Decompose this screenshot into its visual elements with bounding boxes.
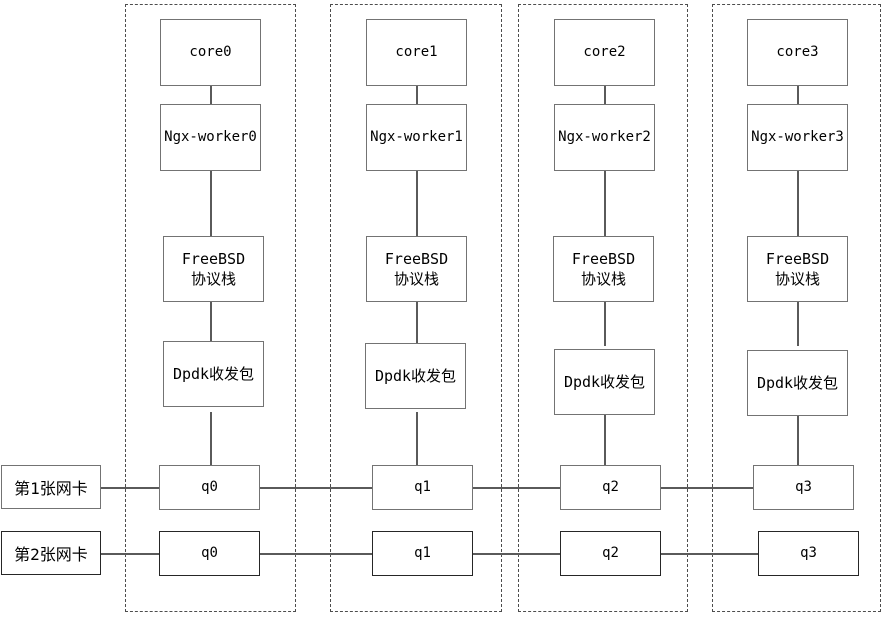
freebsd-stack-box: FreeBSD 协议栈 [553,236,654,302]
freebsd-stack-box: FreeBSD 协议栈 [366,236,467,302]
connector-worker-stack [210,171,212,236]
core-box: core1 [366,19,467,86]
freebsd-stack-box: FreeBSD 协议栈 [747,236,848,302]
nic2-box: 第2张网卡 [1,531,101,575]
queue-label: q1 [414,479,431,496]
nic1-box: 第1张网卡 [1,465,101,509]
cpu-column-frame-4 [712,4,881,612]
freebsd-stack-box: FreeBSD 协议栈 [163,236,264,302]
queue-box-nic2: q0 [159,531,260,576]
freebsd-stack-label-line2: 协议栈 [774,270,820,288]
connector-dpdk-queue [604,412,606,465]
nic2-label: 第2张网卡 [14,545,88,564]
connector-dpdk-queue [797,412,799,465]
nic1-label: 第1张网卡 [14,479,88,498]
queue-label: q1 [414,545,431,562]
cpu-column-frame-3 [518,4,688,612]
queue-label: q2 [602,545,619,562]
ngx-worker-label: Ngx-worker3 [751,129,844,146]
freebsd-stack-label-line1: FreeBSD [181,249,246,268]
connector-core-worker [416,86,418,104]
connector-worker-stack [604,171,606,236]
queue-label: q2 [602,479,619,496]
connector-dpdk-queue [416,412,418,465]
connector-core-worker [210,86,212,104]
freebsd-stack-label-line1: FreeBSD [765,249,830,268]
dpdk-box: Dpdk收发包 [554,349,655,415]
ngx-worker-box: Ngx-worker1 [366,104,467,171]
ngx-worker-label: Ngx-worker2 [558,129,651,146]
core-label: core3 [776,44,819,61]
connector-stack-dpdk [210,302,212,346]
ngx-worker-label: Ngx-worker1 [370,129,463,146]
queue-box-nic2: q2 [560,531,661,576]
core-label: core1 [395,44,438,61]
dpdk-box: Dpdk收发包 [163,341,264,407]
connector-worker-stack [416,171,418,236]
queue-box-nic1: q0 [159,465,260,510]
dpdk-box: Dpdk收发包 [747,350,848,416]
core-label: core0 [189,44,232,61]
queue-label: q3 [795,479,812,496]
connector-dpdk-queue [210,412,212,465]
dpdk-label: Dpdk收发包 [172,364,255,383]
dpdk-label: Dpdk收发包 [374,366,457,385]
freebsd-stack-label-line2: 协议栈 [580,270,626,288]
queue-box-nic2: q3 [758,531,859,576]
dpdk-label: Dpdk收发包 [756,373,839,392]
core-label: core2 [583,44,626,61]
connector-stack-dpdk [797,302,799,346]
freebsd-stack-label-line2: 协议栈 [190,270,236,288]
queue-box-nic1: q1 [372,465,473,510]
dpdk-box: Dpdk收发包 [365,343,466,409]
cpu-column-frame-2 [330,4,502,612]
queue-label: q0 [201,545,218,562]
ngx-worker-box: Ngx-worker0 [160,104,261,171]
connector-worker-stack [797,171,799,236]
connector-core-worker [604,86,606,104]
ngx-worker-label: Ngx-worker0 [164,129,257,146]
core-box: core2 [554,19,655,86]
queue-box-nic1: q3 [753,465,854,510]
queue-box-nic1: q2 [560,465,661,510]
freebsd-stack-label-line1: FreeBSD [384,249,449,268]
connector-stack-dpdk [416,302,418,346]
freebsd-stack-label-line2: 协议栈 [393,270,439,288]
queue-label: q3 [800,545,817,562]
ngx-worker-box: Ngx-worker2 [554,104,655,171]
freebsd-stack-label-line1: FreeBSD [571,249,636,268]
connector-core-worker [797,86,799,104]
queue-box-nic2: q1 [372,531,473,576]
dpdk-label: Dpdk收发包 [563,372,646,391]
core-box: core3 [747,19,848,86]
ngx-worker-box: Ngx-worker3 [747,104,848,171]
queue-label: q0 [201,479,218,496]
cpu-column-frame-1 [125,4,296,612]
core-box: core0 [160,19,261,86]
connector-stack-dpdk [604,302,606,346]
